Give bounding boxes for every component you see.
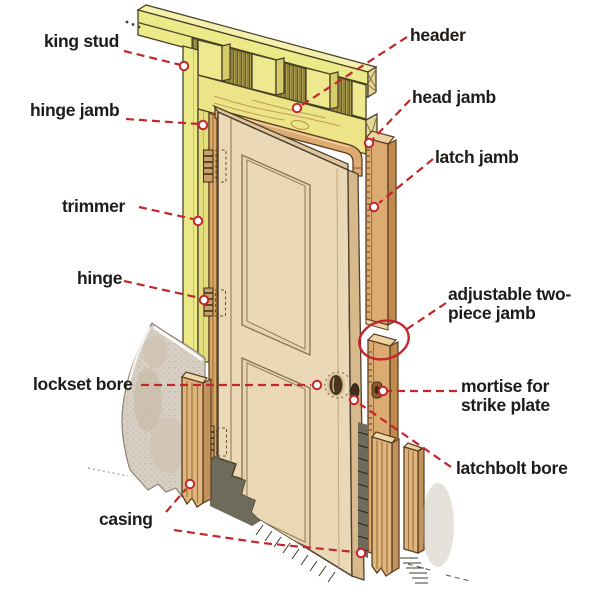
hinge-top xyxy=(203,149,227,183)
leader-lines xyxy=(123,36,457,559)
leader-king-stud xyxy=(123,49,182,67)
label-trimmer: trimmer xyxy=(62,196,126,216)
door xyxy=(212,104,365,581)
cast-shadow xyxy=(422,483,454,567)
label-adjustable-jamb-line1: adjustable two- xyxy=(448,284,571,304)
latch-jamb-upper xyxy=(364,130,397,331)
label-hinge-jamb: hinge jamb xyxy=(30,100,119,120)
leader-casing-long xyxy=(173,528,356,554)
leader-adjustable-jamb xyxy=(406,302,447,330)
door-panel-upper xyxy=(241,154,311,356)
label-head-jamb: head jamb xyxy=(412,87,496,107)
trimmer xyxy=(197,108,210,363)
casing-right-inner xyxy=(402,442,425,554)
labels: king stud hinge jamb trimmer hinge locks… xyxy=(30,25,572,529)
label-hinge: hinge xyxy=(77,268,123,288)
label-casing: casing xyxy=(99,509,153,529)
leader-latch-jamb xyxy=(378,158,434,204)
label-latch-jamb: latch jamb xyxy=(435,147,519,167)
ground-shadows xyxy=(255,524,471,584)
label-lockset-bore: lockset bore xyxy=(33,374,133,394)
door-panel-lower xyxy=(241,357,311,549)
label-king-stud: king stud xyxy=(44,31,119,51)
door-jamb-gap-shadow xyxy=(357,422,369,558)
leader-header xyxy=(301,36,408,106)
label-mortise-line2: strike plate xyxy=(461,395,550,415)
label-adjustable-jamb-line2: piece jamb xyxy=(448,303,535,323)
break-shadow xyxy=(210,456,262,526)
leader-latchbolt xyxy=(359,403,452,468)
king-stud xyxy=(182,45,199,365)
leader-casing-short xyxy=(165,488,187,513)
leader-trimmer xyxy=(138,205,194,221)
label-mortise-line1: mortise for xyxy=(461,376,550,396)
leader-head-jamb xyxy=(372,99,411,140)
casing-right-outer xyxy=(370,431,400,577)
label-header: header xyxy=(410,25,466,45)
label-latchbolt-bore: latchbolt bore xyxy=(456,458,568,478)
adjustable-jamb-circle xyxy=(358,319,410,361)
